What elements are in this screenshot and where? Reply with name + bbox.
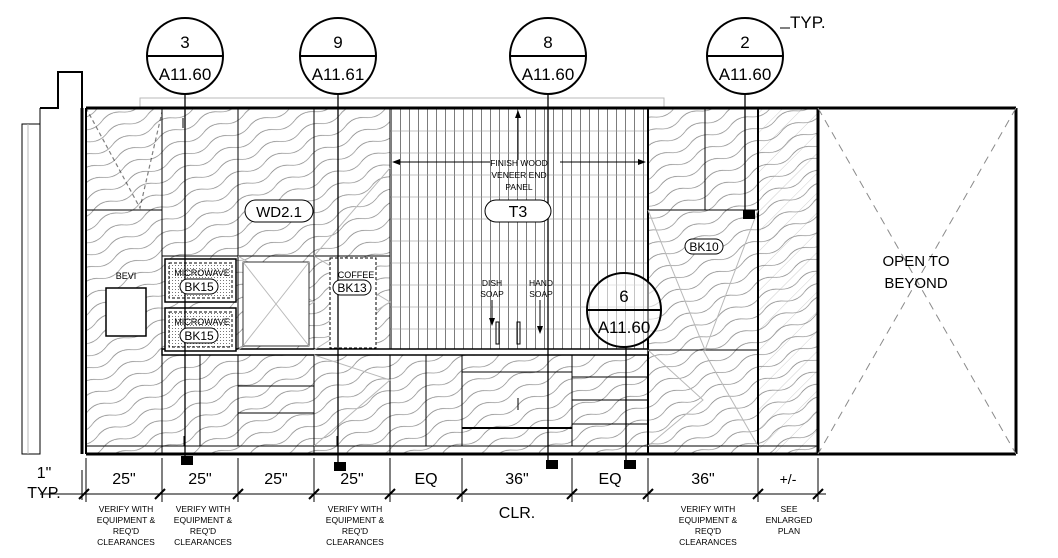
tag-label: BK13 [337,281,367,295]
coffee-label: COFFEE [338,270,375,280]
typical-note: TYP. [790,13,826,32]
section-mark-3[interactable]: 3 A11.60 [146,17,224,95]
note-line: EQUIPMENT & [326,515,385,525]
note-line: ENLARGED [766,515,813,525]
note-line: CLEARANCES [174,537,232,547]
tag-bk15-upper[interactable]: BK15 [179,278,219,295]
tag-bk13[interactable]: BK13 [332,279,372,296]
open-to-beyond-label-1: OPEN TO [883,253,950,270]
dimension-string: 1" TYP. 25" 25" 25" 25" EQ 36" EQ 36" +/… [27,458,826,522]
note-line: REQ'D [113,526,139,536]
dim-eq-b: EQ [598,471,621,488]
tag-label: BK15 [184,280,214,294]
section-sheet: A11.60 [719,65,772,84]
dim-typ: TYP. [27,485,61,502]
note-line: VERIFY WITH [328,504,383,514]
dim-25-b: 25" [188,471,211,488]
dim-25-d: 25" [340,471,363,488]
section-sheet: A11.61 [312,65,365,84]
dim-clr: CLR. [499,505,535,522]
section-number: 3 [180,33,189,52]
section-number: 2 [740,33,749,52]
clearance-notes: VERIFY WITH EQUIPMENT & REQ'D CLEARANCES… [97,504,813,547]
finish-panel-dimension [392,110,646,165]
dim-1in: 1" [37,465,52,482]
section-mark-8[interactable]: 8 A11.60 [509,17,587,95]
verify-note-2: VERIFY WITH EQUIPMENT & REQ'D CLEARANCES [174,504,233,547]
finish-note-line3: PANEL [505,182,533,192]
tag-label: WD2.1 [256,204,302,221]
verify-note-1: VERIFY WITH EQUIPMENT & REQ'D CLEARANCES [97,504,156,547]
casework [85,106,1018,456]
tag-bk10[interactable]: BK10 [684,238,724,255]
hand-soap-label-1: HAND [529,278,553,288]
dim-plus-minus: +/- [780,471,797,487]
section-mark-6[interactable]: 6 A11.60 [586,272,662,348]
section-mark-9[interactable]: 9 A11.61 [299,17,377,95]
open-to-beyond-label-2: BEYOND [884,275,948,292]
note-line: REQ'D [695,526,721,536]
dish-soap-label-2: SOAP [480,289,504,299]
section-cut-markers [181,210,755,471]
section-number: 8 [543,33,552,52]
see-enlarged-plan-note: SEE ENLARGED PLAN [766,504,813,536]
note-line: PLAN [778,526,800,536]
note-line: EQUIPMENT & [97,515,156,525]
tag-label: BK15 [184,329,214,343]
dim-36-a: 36" [505,471,528,488]
note-line: EQUIPMENT & [174,515,233,525]
open-to-beyond-area [817,107,1017,455]
section-number: 6 [619,287,628,306]
section-sheet: A11.60 [522,65,575,84]
note-line: VERIFY WITH [99,504,154,514]
finish-note-line1: FINISH WOOD [490,158,548,168]
tag-label: BK10 [689,240,719,254]
tag-label: T3 [509,204,528,221]
elevation-labels: BEVI MICROWAVE MICROWAVE COFFEE FINISH W… [116,158,950,327]
note-line: VERIFY WITH [681,504,736,514]
section-mark-2[interactable]: 2 A11.60 [706,17,784,95]
tag-bk15-lower[interactable]: BK15 [179,327,219,344]
hand-soap-label-2: SOAP [529,289,553,299]
note-line: CLEARANCES [679,537,737,547]
tag-wd2-1[interactable]: WD2.1 [244,199,314,223]
note-line: CLEARANCES [97,537,155,547]
microwave-label-lower: MICROWAVE [174,317,230,327]
note-line: SEE [780,504,797,514]
note-line: VERIFY WITH [176,504,231,514]
bevi-label: BEVI [116,271,137,281]
microwave-label-upper: MICROWAVE [174,268,230,278]
note-line: REQ'D [342,526,368,536]
section-sheet: A11.60 [598,318,651,337]
dim-eq-a: EQ [414,471,437,488]
dish-soap-label-1: DISH [482,278,502,288]
dim-25-a: 25" [112,471,135,488]
note-line: REQ'D [190,526,216,536]
dim-25-c: 25" [264,471,287,488]
ceiling-reference-line [139,97,665,108]
verify-note-4: VERIFY WITH EQUIPMENT & REQ'D CLEARANCES [679,504,738,547]
soap-dispensers [489,300,543,345]
section-number: 9 [333,33,342,52]
tag-t3[interactable]: T3 [484,199,552,223]
verify-note-3: VERIFY WITH EQUIPMENT & REQ'D CLEARANCES [326,504,385,547]
section-sheet: A11.60 [159,65,212,84]
dim-36-b: 36" [691,471,714,488]
note-line: CLEARANCES [326,537,384,547]
finish-note-line2: VENEER END [491,170,546,180]
note-line: EQUIPMENT & [679,515,738,525]
left-wall [21,71,84,455]
appliance-openings [105,257,377,352]
